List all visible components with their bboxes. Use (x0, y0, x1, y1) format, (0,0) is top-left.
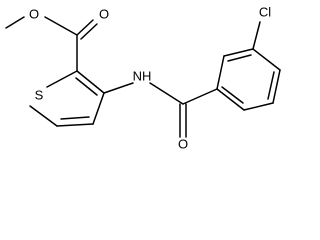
atom-label-sulfur: S (35, 88, 44, 103)
bond-ar-4-5 (272, 69, 281, 104)
bond-c3-c2-inner (75, 77, 98, 96)
bond-c3-c2 (76, 70, 105, 94)
bond-c3-n (103, 82, 134, 94)
thiophene-ring (29, 70, 105, 127)
ester-group (5, 16, 98, 72)
bond-carbonyl-double-1 (76, 19, 94, 36)
bond-ar-4-5-inner (267, 71, 275, 100)
bond-c5-c4 (56, 123, 94, 127)
atom-label-chlorine: Cl (259, 5, 271, 20)
bond-c4-c3 (92, 92, 105, 125)
bond-carbonyl-double-2 (80, 23, 98, 40)
bond-n-carbonyl (149, 82, 184, 105)
bond-ar-5-6 (243, 102, 274, 111)
bond-ar-6-1-inner (221, 86, 244, 104)
bond-ar-3-4 (252, 48, 281, 71)
amide-group (103, 82, 218, 138)
atom-label-ester-oxygen: O (29, 7, 39, 22)
bond-ar-6-1 (216, 88, 245, 111)
bond-c5-c4-inner (60, 116, 90, 120)
bond-ar-2-3 (223, 48, 254, 57)
bond-c2-s (46, 70, 78, 88)
bond-carbonyl-aryl (182, 88, 218, 105)
bond-methyl-o (5, 16, 25, 29)
benzene-ring (216, 21, 281, 111)
atom-label-amide-oxygen: O (178, 137, 188, 152)
bond-ar-2-3-inner (227, 54, 252, 62)
chemical-structure: O O S NH O Cl (5, 5, 281, 152)
bond-o-carbonyl (44, 16, 78, 36)
bond-ar-1-2 (216, 55, 225, 90)
bond-s-c5 (29, 105, 58, 127)
atom-label-amide-nitrogen: NH (133, 69, 152, 84)
bond-ar-cl (252, 21, 261, 50)
atom-label-carbonyl-oxygen: O (99, 7, 109, 22)
